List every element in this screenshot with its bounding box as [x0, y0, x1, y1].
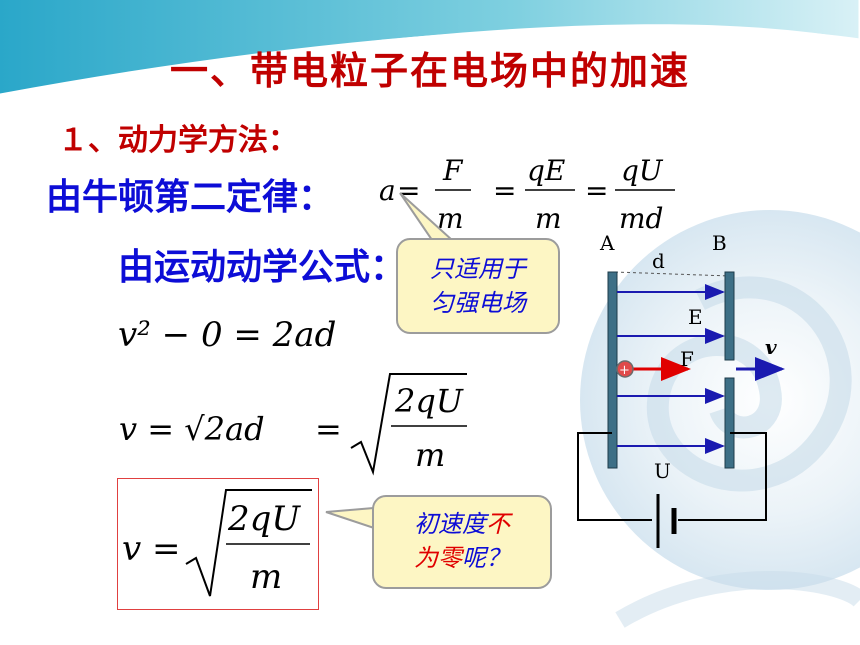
callout2-part1: 初速度	[414, 510, 486, 538]
acceleration-formula: a = F m = qE m = qU md	[379, 154, 675, 235]
final-formula-box	[117, 478, 319, 610]
callout1-line2: 匀强电场	[430, 289, 526, 317]
final-formula: v = 2qU m	[122, 489, 312, 597]
kinematics-label: 由运动动学公式：	[118, 247, 407, 288]
callout2-part4: 呢？	[462, 544, 510, 572]
final-left: v =	[122, 529, 181, 569]
equals-1: =	[397, 174, 420, 207]
svg-text:+: +	[619, 363, 630, 378]
plate-b-top	[724, 271, 735, 361]
callout-uniform-field: 只适用于 匀强电场	[396, 238, 560, 334]
callout-initial-velocity: 初速度不 为零呢？	[372, 495, 552, 589]
section-subtitle: １、动力学方法：	[58, 123, 298, 158]
frac3-num: qU	[621, 154, 664, 187]
frac1-num: F	[442, 154, 464, 187]
capacitor-diagram: A B d E F + v U	[577, 231, 785, 548]
final-den: m	[250, 557, 282, 597]
frac4-den: m	[415, 436, 445, 474]
wire-left	[577, 432, 652, 521]
label-gap-d: d	[652, 249, 665, 273]
slide-title: 一、带电粒子在电场中的加速	[169, 49, 690, 93]
callout2-part3: 为零	[414, 544, 462, 572]
equals-4: =	[315, 410, 342, 448]
label-velocity-v: v	[765, 335, 777, 359]
frac4-num: 2qU	[394, 382, 464, 420]
equals-2: =	[493, 174, 516, 207]
sqrt-symbol-2	[185, 489, 312, 597]
equation-line-1: v² − 0 = 2ad	[118, 315, 337, 355]
plate-a	[607, 271, 618, 469]
frac1-den: m	[437, 202, 464, 235]
plate-b-bottom	[724, 377, 735, 469]
newton-law-label: 由牛顿第二定律：	[46, 177, 335, 218]
gap-dashed-line	[614, 271, 731, 277]
sqrt-symbol-1	[350, 373, 467, 476]
velocity-left: v = √2ad	[119, 410, 265, 448]
frac2-den: m	[535, 202, 562, 235]
label-plate-a: A	[599, 231, 615, 255]
callout1-line1: 只适用于	[430, 255, 526, 283]
label-plate-b: B	[712, 231, 727, 255]
frac3-den: md	[619, 202, 663, 235]
frac2-num: qE	[527, 154, 565, 187]
label-force-f: F	[680, 347, 694, 371]
positive-charge	[616, 360, 634, 378]
velocity-formula: v = √2ad = 2qU m	[119, 373, 467, 476]
final-num: 2qU	[227, 499, 301, 539]
equals-3: =	[585, 174, 608, 207]
var-a: a	[379, 174, 396, 207]
wire-right	[678, 432, 767, 521]
callout2-part2: 不	[486, 510, 510, 538]
label-voltage-u: U	[654, 459, 671, 483]
label-field-e: E	[688, 305, 703, 329]
